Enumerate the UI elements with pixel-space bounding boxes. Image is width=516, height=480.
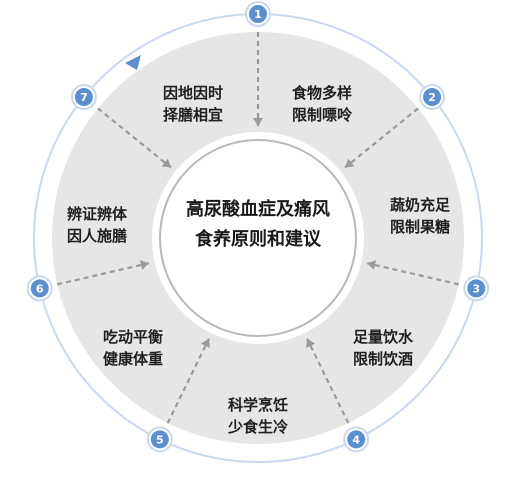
direction-arrow-icon xyxy=(125,55,141,70)
step-node-5 xyxy=(150,430,169,449)
step-number-4: 4 xyxy=(352,433,360,446)
step-label-3: 足量饮水 限制饮酒 xyxy=(323,326,443,370)
segment-dividers xyxy=(57,32,459,424)
step-2-line1: 蔬奶充足 xyxy=(389,196,450,214)
segment-divider-6 xyxy=(57,262,150,286)
segment-divider-3 xyxy=(366,262,459,286)
step-node-3 xyxy=(467,279,486,298)
step-label-4: 科学烹饪 少食生冷 xyxy=(198,394,318,438)
step-nodes: 1 2 3 4 5 6 7 xyxy=(26,1,490,453)
step-5-line2: 健康体重 xyxy=(102,350,163,368)
step-label-6: 辨证辨体 因人施膳 xyxy=(37,203,157,247)
arrowhead-icon xyxy=(306,338,316,349)
center-ring xyxy=(159,139,357,337)
step-6-line1: 辨证辨体 xyxy=(66,205,127,223)
step-number-6: 6 xyxy=(36,282,44,295)
arrowhead-icon xyxy=(139,260,149,270)
segment-divider-5 xyxy=(166,338,210,424)
step-number-3: 3 xyxy=(472,282,480,295)
step-3-line1: 足量饮水 xyxy=(352,328,413,346)
segment-divider-2 xyxy=(344,107,419,169)
step-number-7: 7 xyxy=(80,91,88,104)
step-number-2: 2 xyxy=(428,91,436,104)
step-4-line1: 科学烹饪 xyxy=(227,396,288,414)
center-title-line2: 食养原则和建议 xyxy=(195,229,321,250)
step-node-4 xyxy=(347,430,366,449)
step-4-line2: 少食生冷 xyxy=(227,418,288,436)
step-number-5: 5 xyxy=(156,433,164,446)
arrowhead-icon xyxy=(161,158,171,168)
segment-divider-7 xyxy=(97,107,172,169)
segment-divider-4 xyxy=(306,338,350,424)
arrowhead-icon xyxy=(345,158,355,168)
center-title: 高尿酸血症及痛风 食养原则和建议 xyxy=(158,195,358,255)
center-disk xyxy=(154,134,362,342)
step-5-line1: 吃动平衡 xyxy=(102,328,163,346)
step-label-1: 食物多样 限制嘌呤 xyxy=(262,82,382,126)
step-2-line2: 限制果糖 xyxy=(389,218,450,236)
step-node-6 xyxy=(30,279,49,298)
step-number-1: 1 xyxy=(254,8,262,21)
step-6-line2: 因人施膳 xyxy=(66,227,127,245)
step-1-line2: 限制嘌呤 xyxy=(291,106,352,124)
step-label-7: 因地因时 择膳相宜 xyxy=(133,82,253,126)
step-1-line1: 食物多样 xyxy=(291,84,352,102)
step-node-1 xyxy=(249,5,267,23)
step-node-7 xyxy=(74,88,93,107)
step-7-line1: 因地因时 xyxy=(162,84,223,102)
step-3-line2: 限制饮酒 xyxy=(352,350,413,368)
step-label-2: 蔬奶充足 限制果糖 xyxy=(360,194,480,238)
step-label-5: 吃动平衡 健康体重 xyxy=(73,326,193,370)
step-node-2 xyxy=(423,88,442,107)
arrowhead-icon xyxy=(200,338,210,349)
arrowhead-icon xyxy=(367,260,377,270)
step-7-line2: 择膳相宜 xyxy=(162,106,223,124)
arrowhead-icon xyxy=(253,118,263,126)
center-title-line1: 高尿酸血症及痛风 xyxy=(186,199,330,220)
